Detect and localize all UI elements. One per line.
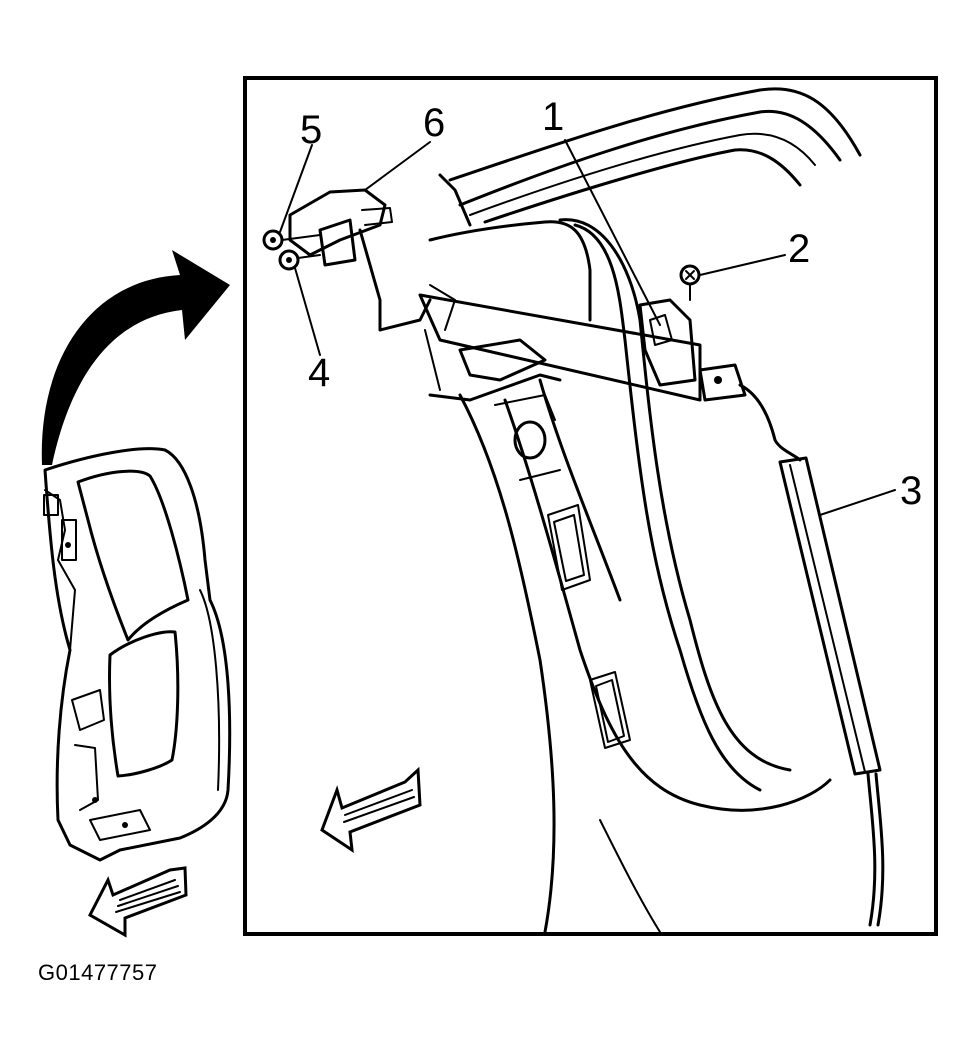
callout-2: 2 [788, 227, 810, 271]
door-check-strap [418, 284, 747, 402]
front-direction-arrow-detail-icon [320, 766, 422, 854]
door-hinge-assembly [262, 188, 432, 332]
callout-1: 1 [542, 95, 564, 139]
callout-5: 5 [300, 108, 322, 152]
leader-lines [279, 139, 896, 516]
check-rod-3 [738, 383, 885, 927]
front-direction-arrow-icon [88, 866, 188, 938]
curved-arrow-icon [41, 250, 231, 465]
roof-rail [438, 87, 862, 227]
figure-id: G01477757 [38, 960, 158, 985]
callout-4: 4 [308, 351, 330, 395]
overview-body-pillar [43, 447, 232, 862]
detail-frame [243, 76, 938, 936]
b-pillar [424, 218, 832, 934]
callout-6: 6 [423, 101, 445, 145]
callout-3: 3 [900, 469, 922, 513]
